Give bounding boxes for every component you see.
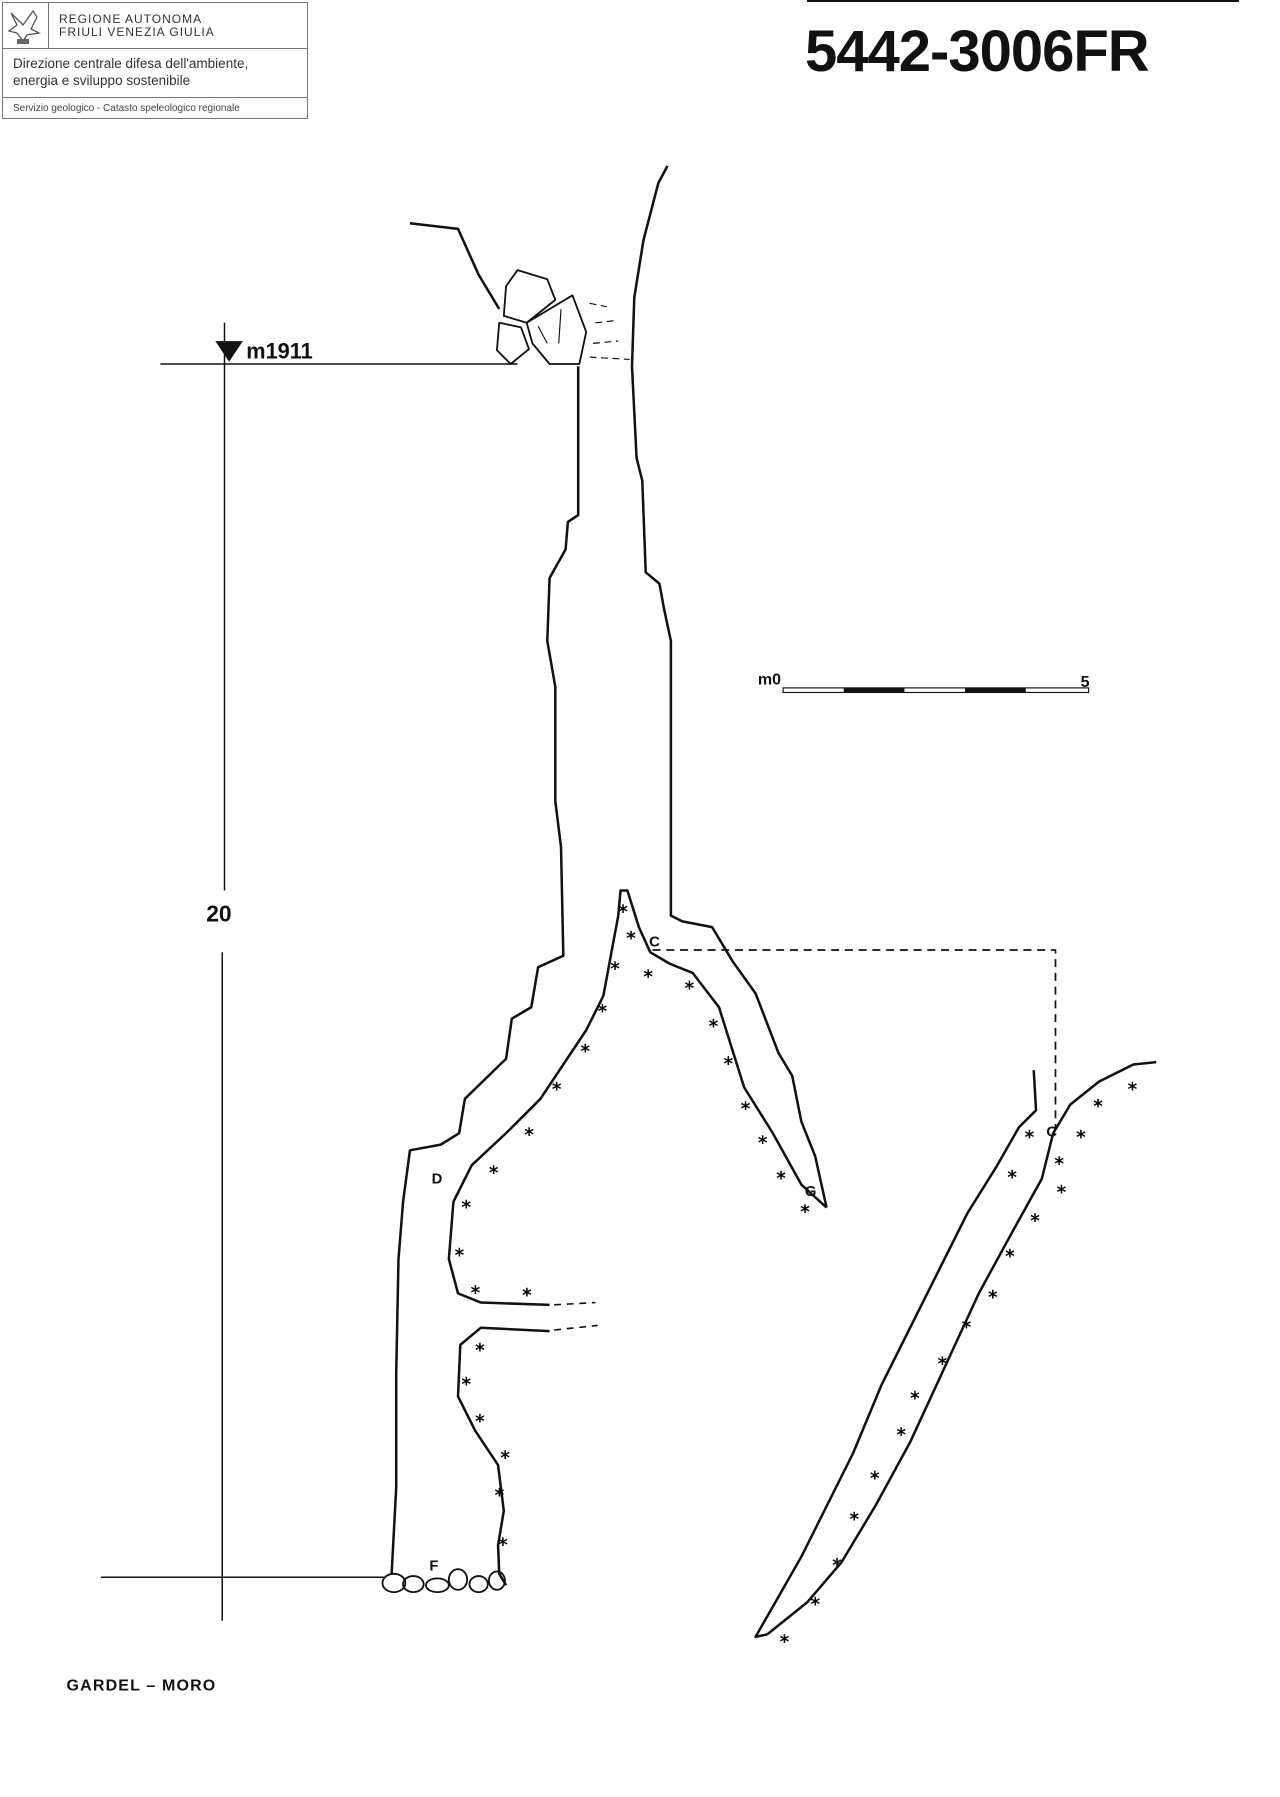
directorate-line-2: energia e sviluppo sostenibile (13, 73, 191, 88)
ice-marker-icon: * (495, 1486, 505, 1507)
ice-marker-icon: * (685, 979, 695, 1000)
point-label-c-section: C (1046, 1125, 1057, 1141)
ice-marker-icon: * (524, 1125, 534, 1146)
ice-marker-icon: * (1054, 1154, 1064, 1175)
eagle-logo-icon (3, 3, 49, 48)
point-label-f: F (429, 1558, 438, 1574)
ice-marker-icon: * (988, 1288, 998, 1309)
service-name: Servizio geologico - Catasto speleologic… (13, 103, 240, 114)
ice-marker-icon: * (896, 1425, 906, 1446)
scale-end-label: 5 (1081, 673, 1090, 691)
ice-marker-icon: * (489, 1163, 499, 1184)
point-label-d: D (432, 1172, 443, 1188)
ice-marker-icon: * (610, 959, 620, 980)
ice-marker-icon: * (1076, 1127, 1086, 1148)
bottom-boulders (381, 1568, 506, 1594)
ice-marker-icon: * (1007, 1168, 1017, 1189)
ice-marker-icon: * (758, 1133, 768, 1154)
ice-marker-icon: * (471, 1283, 481, 1304)
passage-dashes-lower (554, 1324, 598, 1331)
authors-label: GARDEL – MORO (67, 1677, 217, 1695)
ice-marker-icon: * (580, 1042, 590, 1063)
ice-marker-icon: * (643, 967, 653, 988)
ice-marker-icon: * (780, 1632, 790, 1653)
ice-marker-icon: * (910, 1388, 920, 1409)
entrance-altitude: m1911 (246, 338, 312, 363)
section-link-dashed (652, 949, 1057, 1128)
ice-marker-icon: * (1128, 1079, 1138, 1100)
ice-marker-icon: * (811, 1594, 821, 1615)
altitude-marker-icon (215, 341, 243, 362)
ice-marker-icon: * (1025, 1127, 1035, 1148)
ice-marker-icon: * (475, 1340, 485, 1361)
ice-marker-icon: * (724, 1054, 734, 1075)
ice-marker-icon: * (461, 1197, 471, 1218)
ice-marker-icon: * (461, 1375, 471, 1396)
entrance-wall-left (409, 221, 501, 310)
ice-marker-icon: * (498, 1535, 508, 1556)
ice-marker-icon: * (618, 902, 628, 923)
ice-marker-icon: * (870, 1469, 880, 1490)
ice-marker-icon: * (1005, 1246, 1015, 1267)
shaft-wall-right (630, 165, 828, 1208)
ice-marker-icon: * (500, 1448, 510, 1469)
ice-marker-icon: * (1030, 1211, 1040, 1232)
ice-marker-icon: * (455, 1245, 465, 1266)
section-wall-left (754, 1070, 1038, 1639)
scale-bar (782, 687, 1090, 694)
header-top-row (3, 3, 307, 49)
ice-marker-icon: * (776, 1169, 786, 1190)
header-divider (3, 97, 307, 98)
ice-marker-icon: * (709, 1016, 719, 1037)
entrance-boulders (496, 269, 630, 365)
cave-code-title: 5442-3006FR (805, 19, 1150, 84)
ice-marker-icon: * (475, 1411, 485, 1432)
passage-dashes-upper (554, 1301, 596, 1306)
ice-marker-icon: * (938, 1354, 948, 1375)
lower-branch-wall (456, 1326, 550, 1586)
institution-header: REGIONE AUTONOMA FRIULI VENEZIA GIULIA D… (2, 2, 308, 119)
ice-marker-icon: * (832, 1556, 842, 1577)
ice-marker-icon: * (522, 1285, 532, 1306)
branch-g-inner-wall (447, 889, 828, 1307)
directorate-line-1: Direzione centrale difesa dell'ambiente, (13, 56, 249, 71)
section-wall-right (766, 1060, 1157, 1636)
ice-marker-icon: * (598, 1002, 608, 1023)
ice-marker-icon: * (962, 1317, 972, 1338)
scale-start-label: m0 (758, 670, 781, 688)
region-line-1: REGIONE AUTONOMA (59, 12, 203, 26)
region-name: REGIONE AUTONOMA FRIULI VENEZIA GIULIA (59, 13, 215, 39)
ice-marker-icon: * (552, 1079, 562, 1100)
ice-deposit-markers: ****************************************… (455, 902, 1138, 1653)
point-label-g: G (805, 1184, 817, 1200)
ice-marker-icon: * (849, 1510, 859, 1531)
ice-marker-icon: * (626, 928, 636, 949)
directorate-name: Direzione centrale difesa dell'ambiente,… (13, 55, 248, 89)
ice-marker-icon: * (1057, 1182, 1067, 1203)
region-line-2: FRIULI VENEZIA GIULIA (59, 25, 215, 39)
ice-marker-icon: * (741, 1099, 751, 1120)
title-rule (807, 0, 1239, 2)
point-label-c: C (649, 935, 660, 951)
ice-marker-icon: * (1093, 1097, 1103, 1118)
shaft-wall-left (390, 366, 580, 1574)
ice-marker-icon: * (800, 1202, 810, 1223)
depth-label: 20 (206, 900, 231, 926)
